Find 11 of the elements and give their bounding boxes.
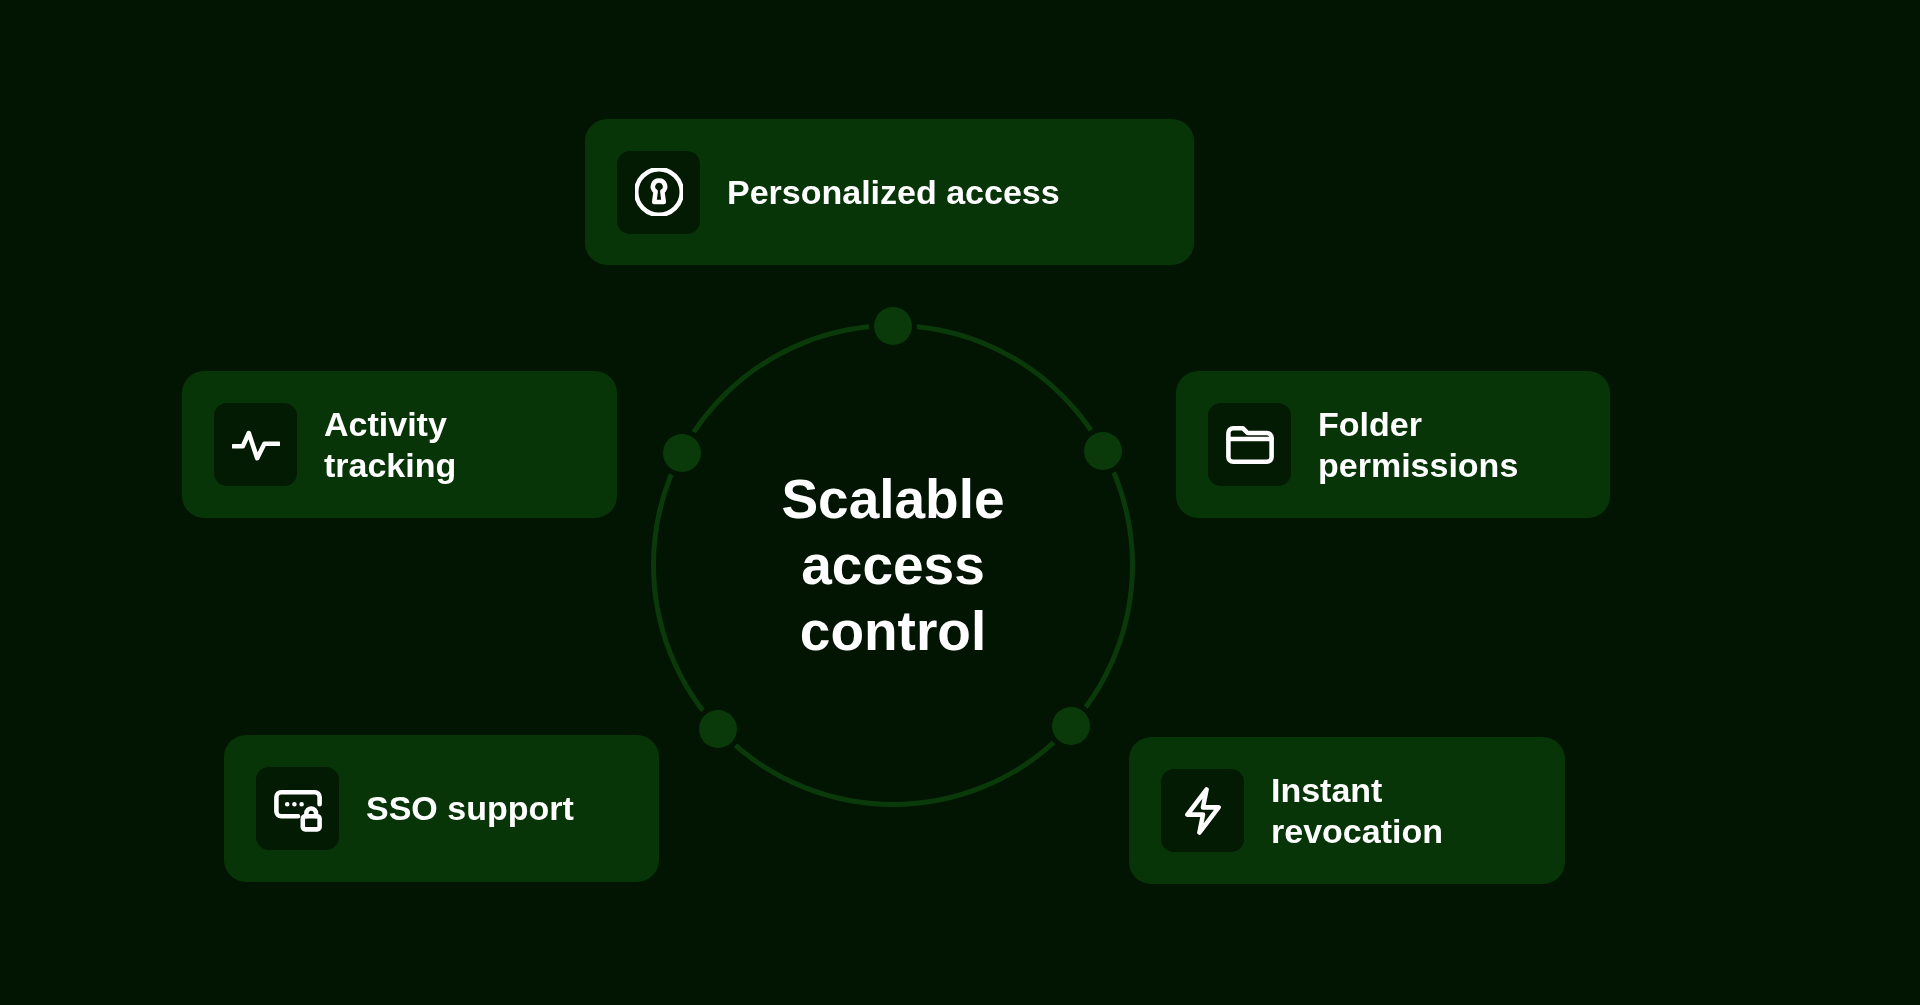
feature-label: Instant revocation [1271,769,1444,852]
feature-label: Activity tracking [324,403,458,486]
feature-card [182,371,617,518]
feature-label: SSO support [366,788,574,829]
feature-card [1176,371,1610,518]
feature-card [1129,737,1565,884]
feature-label: Personalized access [727,171,1060,213]
feature-label: Folder permissions [1318,403,1520,486]
hub-label: Scalable access control [780,467,1006,664]
feature-card [224,735,659,882]
feature-card [585,119,1194,265]
